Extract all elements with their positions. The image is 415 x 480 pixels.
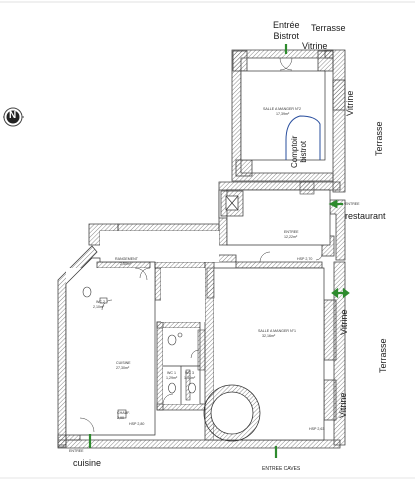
round-stair (203, 384, 261, 442)
label-terrasse-top: Terrasse (311, 23, 346, 33)
compass-icon (3, 107, 24, 127)
room-wc2-area: 2,10m² (93, 305, 105, 309)
column-box (220, 190, 244, 217)
label-entree-plan: ENTREE (345, 202, 360, 206)
comptoir-outline (285, 115, 321, 160)
label-comptoir-bistrot: Comptoir bistrot (290, 135, 308, 168)
label-vitrine-top: Vitrine (302, 41, 328, 51)
room-rangement-area: 2,50m² (120, 262, 132, 266)
room-salle2-area: 17,39m² (276, 112, 290, 116)
hsp-entree: HSP 2,70 (297, 257, 313, 261)
hsp-salle1: HSP 2,63 (309, 427, 325, 431)
hsp-cuisine: HSP 2,80 (129, 422, 145, 426)
room-chaufferie-name: CHAUF. (117, 411, 130, 415)
label-restaurant: restaurant (345, 211, 386, 221)
room-wc2-name: WC 2 (96, 300, 105, 304)
compass-letter: N (9, 110, 17, 121)
label-entree-bottom: ENTREE (69, 449, 84, 453)
room-chaufferie-area: 2,90 (117, 416, 124, 420)
room-wc1-name: WC 1 (167, 371, 176, 375)
room-entree-area: 12,22m² (284, 235, 298, 239)
room-salle1-area: 32,16m² (262, 334, 276, 338)
label-vitrine-right-lower: Vitrine (338, 392, 348, 418)
room-entree-name: ENTREE (284, 230, 299, 234)
fixtures (82, 286, 196, 419)
room-salle1-name: SALLE A MANGER N°1 (258, 329, 296, 333)
room-wc3-name: WC 3 (185, 371, 194, 375)
room-cuisine-area: 27,30m² (116, 366, 130, 370)
room-rangement-name: RANGEMENT (115, 257, 138, 261)
entry-arrows (88, 44, 350, 458)
room-salle2-name: SALLE A MANGER N°2 (263, 107, 301, 111)
label-entree-caves: ENTREE CAVES (262, 466, 301, 472)
label-terrasse-right-upper: Terrasse (374, 121, 384, 156)
label-vitrine-right-upper: Vitrine (345, 90, 355, 116)
room-wc3-area: 1,34m² (184, 376, 196, 380)
label-cuisine-entry: cuisine (73, 458, 102, 468)
label-terrasse-right-lower: Terrasse (378, 338, 388, 373)
label-vitrine-right-mid: Vitrine (339, 309, 349, 335)
room-cuisine-name: CUISINE (116, 361, 131, 365)
room-wc1-area: 1,29m² (166, 376, 178, 380)
label-entree-bistrot: Entrée Bistrot (273, 20, 300, 41)
